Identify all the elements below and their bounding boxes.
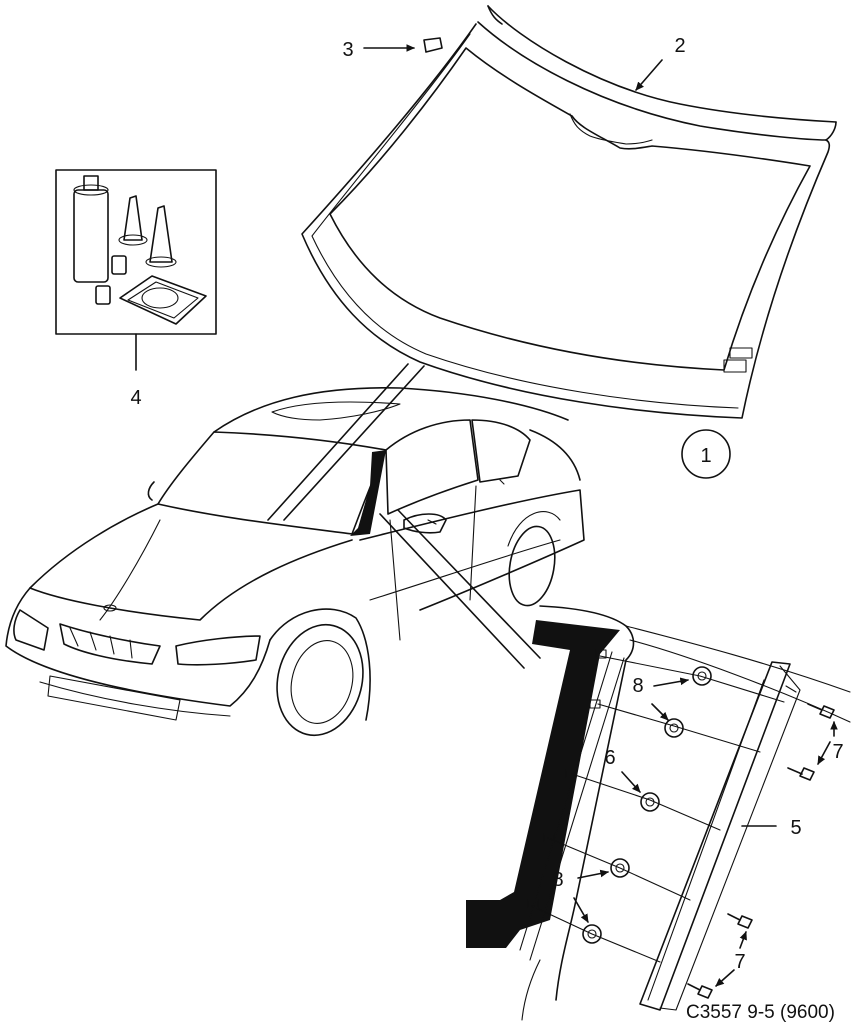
callout-7-upper: 7: [832, 741, 843, 763]
callout-3: 3: [342, 39, 353, 61]
screws: [687, 703, 835, 999]
callout-leaders: [363, 44, 838, 987]
callout-4: 4: [130, 387, 141, 409]
callout-6: 6: [604, 747, 615, 769]
guide-line-windshield-a: [267, 363, 409, 521]
callout-7-lower: 7: [734, 951, 745, 973]
callout-1-circle: [681, 429, 731, 479]
guide-line-pillar-a: [379, 513, 525, 669]
callout-8-upper: 8: [632, 675, 643, 697]
retaining-clip: [423, 37, 443, 53]
callout-8-lower: 8: [552, 869, 563, 891]
car-illustration: [5, 387, 585, 737]
fastener-clips: [582, 666, 712, 944]
a-pillar-detail: [466, 605, 851, 1021]
callout-2: 2: [674, 35, 685, 57]
callout-1: 1: [700, 445, 711, 467]
guide-line-pillar-b: [397, 509, 541, 659]
adhesive-kit: [55, 169, 217, 335]
figure-caption: C3557 9-5 (9600): [686, 1002, 835, 1023]
windshield-assembly: [301, 5, 837, 419]
guide-line-windshield-b: [283, 365, 425, 521]
callout-5: 5: [790, 817, 801, 839]
